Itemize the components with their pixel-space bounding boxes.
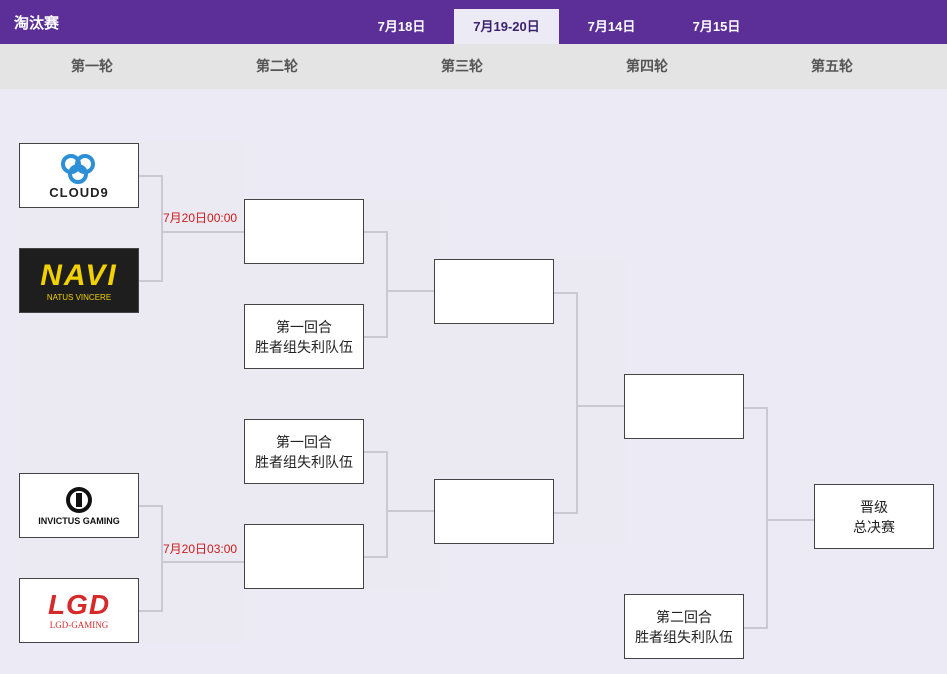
top-header: 淘汰赛 7月18日 7月19-20日 7月14日 7月15日 (0, 0, 947, 44)
connector (553, 512, 577, 514)
team-cloud9[interactable]: CLOUD9 (19, 143, 139, 208)
tab-jul19-20[interactable]: 7月19-20日 (454, 9, 559, 44)
connector (363, 336, 387, 338)
connector (386, 510, 435, 512)
connector (161, 231, 245, 233)
connector (386, 290, 435, 292)
final-text-line1: 晋级 (860, 498, 888, 515)
connector (386, 231, 388, 338)
r4-slot-1[interactable] (624, 374, 744, 439)
match-time-2: 7月20日03:00 (163, 542, 238, 556)
final-slot[interactable]: 晋级 总决赛 (814, 484, 934, 549)
r2-slot-2[interactable]: 第一回合 胜者组失利队伍 (244, 304, 364, 369)
connector (138, 505, 162, 507)
team-navi[interactable]: NAVI NATUS VINCERE (19, 248, 139, 313)
r2-slot-4[interactable] (244, 524, 364, 589)
final-text-line2: 总决赛 (853, 518, 895, 535)
connector (161, 505, 163, 612)
r4-slot-2[interactable]: 第二回合 胜者组失利队伍 (624, 594, 744, 659)
round-label-4: 第四轮 (626, 58, 668, 74)
connector (138, 175, 162, 177)
r2-slot-3[interactable]: 第一回合 胜者组失利队伍 (244, 419, 364, 484)
ig-logo-icon (66, 486, 92, 513)
tab-jul14[interactable]: 7月14日 (587, 19, 636, 34)
connector (161, 175, 163, 282)
round-label-5: 第五轮 (811, 58, 853, 74)
slot-text-line1: 第一回合 (276, 433, 332, 450)
r3-slot-2[interactable] (434, 479, 554, 544)
connector (363, 556, 387, 558)
team-invictus-gaming[interactable]: INVICTUS GAMING (19, 473, 139, 538)
slot-text-line1: 第一回合 (276, 318, 332, 335)
connector (138, 280, 162, 282)
connector (743, 407, 767, 409)
connector (576, 405, 625, 407)
team-lgd[interactable]: LGD LGD-GAMING (19, 578, 139, 643)
connector (386, 451, 388, 558)
navi-logo-icon: NAVI (40, 258, 118, 292)
r3-slot-1[interactable] (434, 259, 554, 324)
slot-text-line2: 胜者组失利队伍 (255, 338, 353, 355)
connector (766, 519, 815, 521)
navi-subtitle: NATUS VINCERE (46, 292, 112, 302)
round-label-1: 第一轮 (71, 58, 113, 74)
slot-text-line1: 第二回合 (656, 608, 712, 625)
connector (363, 451, 387, 453)
ig-wordmark: INVICTUS GAMING (38, 515, 120, 526)
connector (138, 610, 162, 612)
lgd-logo-icon: LGD (47, 589, 111, 620)
r2-slot-1[interactable] (244, 199, 364, 264)
connector (161, 561, 245, 563)
cloud9-logo-icon (61, 153, 95, 184)
slot-text-line2: 胜者组失利队伍 (635, 628, 733, 645)
match-time-1: 7月20日00:00 (163, 211, 238, 225)
connector (743, 627, 767, 629)
round1-panel (20, 142, 245, 642)
slot-text-line2: 胜者组失利队伍 (255, 453, 353, 470)
page-title: 淘汰赛 (14, 15, 60, 32)
round-label-2: 第二轮 (256, 58, 298, 74)
connector (766, 407, 768, 629)
connector (576, 292, 578, 514)
round-header-bar: 第一轮 第二轮 第三轮 第四轮 第五轮 (0, 44, 947, 89)
tab-jul15[interactable]: 7月15日 (692, 19, 741, 34)
tab-jul18[interactable]: 7月18日 (377, 19, 426, 34)
lgd-wordmark: LGD-GAMING (49, 620, 109, 630)
connector (553, 292, 577, 294)
connector (363, 231, 387, 233)
round-label-3: 第三轮 (441, 58, 483, 74)
cloud9-wordmark: CLOUD9 (49, 184, 109, 200)
